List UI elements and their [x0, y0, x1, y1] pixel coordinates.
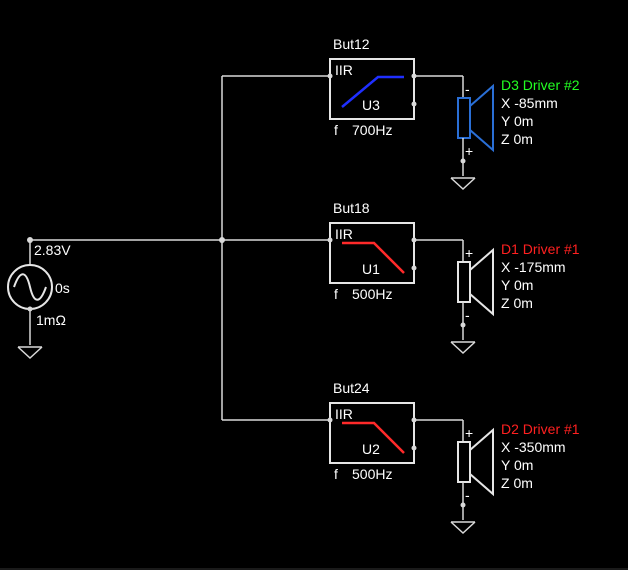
ground-icon: [450, 521, 476, 535]
driver-y-position: Y 0m: [501, 457, 533, 473]
ground-icon: [17, 346, 43, 360]
filter-frequency: 500Hz: [352, 466, 392, 482]
filter-name: But18: [333, 200, 370, 216]
driver-z-position: Z 0m: [501, 475, 533, 491]
filter-input-pin: [327, 417, 333, 423]
filter-frequency: 500Hz: [352, 286, 392, 302]
speaker-cone-icon: [469, 83, 494, 153]
filter-box[interactable]: [329, 402, 415, 464]
filter-box[interactable]: [329, 58, 415, 120]
driver-y-position: Y 0m: [501, 277, 533, 293]
sine-wave-icon: [13, 273, 47, 301]
wiring: [27, 75, 330, 421]
junction-node: [219, 237, 225, 243]
ground-icon: [450, 177, 476, 191]
filter-name: But24: [333, 380, 370, 396]
speaker-cone-icon: [469, 427, 494, 497]
filter-freq-prefix: f: [334, 466, 338, 482]
source-voltage: 2.83V: [34, 242, 71, 258]
filter-response-icon: [342, 421, 405, 454]
polarity-bottom: +: [465, 143, 473, 159]
driver-x-position: X -175mm: [501, 259, 566, 275]
filter-unit: U1: [362, 261, 380, 277]
driver-name: D2 Driver #1: [501, 421, 580, 437]
polarity-top: -: [465, 81, 470, 97]
driver-node: [460, 502, 466, 508]
source-impedance: 1mΩ: [36, 312, 66, 328]
filter-aux-pin: [411, 445, 417, 451]
driver-z-position: Z 0m: [501, 295, 533, 311]
filter-type: IIR: [335, 406, 353, 422]
filter-aux-pin: [411, 265, 417, 271]
speaker-magnet: [457, 97, 471, 139]
driver-y-position: Y 0m: [501, 113, 533, 129]
filter-unit: U2: [362, 441, 380, 457]
filter-input-pin: [327, 73, 333, 79]
driver-node: [460, 158, 466, 164]
polarity-bottom: -: [465, 487, 470, 503]
driver-name: D3 Driver #2: [501, 77, 580, 93]
filter-response-icon: [341, 75, 404, 108]
driver-d2[interactable]: + - D2 Driver #1 X -350mm Y 0m Z 0m: [450, 420, 580, 535]
speaker-magnet: [457, 441, 471, 483]
filter-response-icon: [342, 241, 405, 274]
filter-freq-prefix: f: [334, 122, 338, 138]
filter-name: But12: [333, 36, 370, 52]
speaker-magnet: [457, 261, 471, 303]
filter-box[interactable]: [329, 222, 415, 284]
driver-x-position: X -85mm: [501, 95, 558, 111]
driver-node: [460, 322, 466, 328]
filter-frequency: 700Hz: [352, 122, 392, 138]
source-delay: 0s: [55, 280, 70, 296]
driver-z-position: Z 0m: [501, 131, 533, 147]
voltage-source[interactable]: 2.83V 0s 1mΩ: [7, 240, 71, 360]
driver-d3[interactable]: - + D3 Driver #2 X -85mm Y 0m Z 0m: [450, 76, 580, 191]
polarity-top: +: [465, 245, 473, 261]
source-bottom-node: [27, 306, 33, 312]
filter-aux-pin: [411, 101, 417, 107]
filter-unit: U3: [362, 97, 380, 113]
filter-type: IIR: [335, 226, 353, 242]
speaker-cone-icon: [469, 247, 494, 317]
polarity-top: +: [465, 425, 473, 441]
ground-icon: [450, 341, 476, 355]
filter-type: IIR: [335, 62, 353, 78]
driver-d1[interactable]: + - D1 Driver #1 X -175mm Y 0m Z 0m: [450, 240, 580, 355]
driver-x-position: X -350mm: [501, 439, 566, 455]
polarity-bottom: -: [465, 307, 470, 323]
filter-freq-prefix: f: [334, 286, 338, 302]
driver-name: D1 Driver #1: [501, 241, 580, 257]
filter-input-pin: [327, 237, 333, 243]
